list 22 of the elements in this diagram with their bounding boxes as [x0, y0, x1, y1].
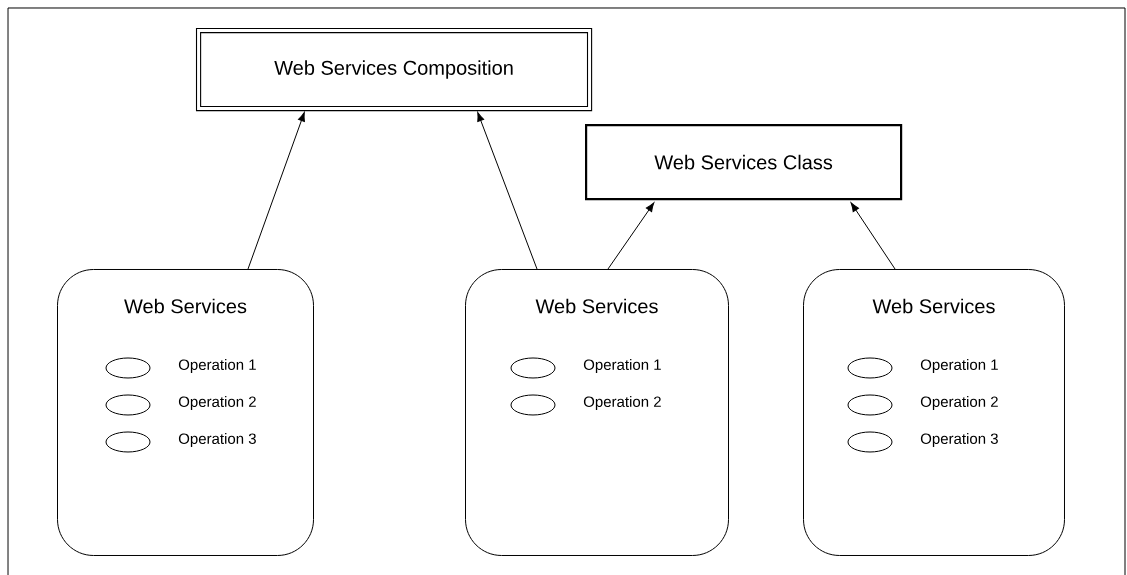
operation-ellipse	[105, 357, 151, 379]
arrow	[477, 112, 538, 270]
operation-ellipse	[105, 431, 151, 453]
operation-label: Operation 3	[920, 433, 998, 447]
operation-label: Operation 1	[583, 359, 661, 373]
operation-label: Operation 1	[920, 359, 998, 373]
class-box: Web Services Class	[585, 124, 903, 201]
operation-ellipse	[510, 394, 556, 416]
arrow	[850, 202, 896, 270]
operation-ellipse	[847, 431, 893, 453]
composition-box: Web Services Composition	[195, 27, 593, 112]
operation-label: Operation 2	[583, 396, 661, 410]
operation-label: Operation 3	[178, 433, 256, 447]
operation-label: Operation 1	[178, 359, 256, 373]
arrow	[607, 202, 655, 270]
operation-ellipse	[847, 357, 893, 379]
operation-ellipse	[105, 394, 151, 416]
arrow	[247, 112, 305, 270]
operation-label: Operation 2	[178, 396, 256, 410]
operation-ellipse	[510, 357, 556, 379]
operation-ellipse	[847, 394, 893, 416]
operation-label: Operation 2	[920, 396, 998, 410]
